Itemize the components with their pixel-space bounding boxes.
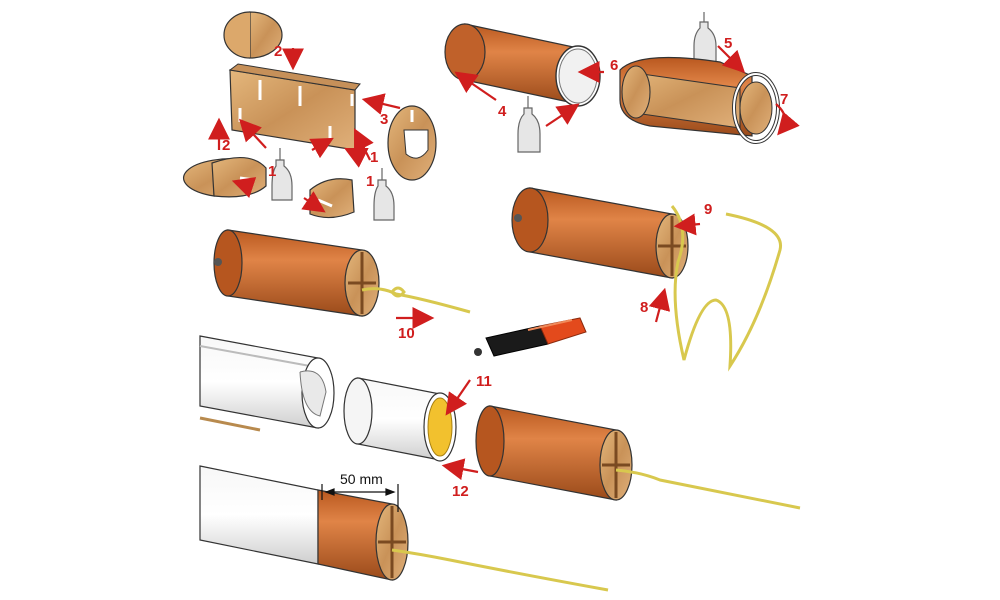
wood-in-tube	[619, 56, 780, 144]
step-label-12: 12	[452, 483, 469, 500]
step-label-6: 6	[610, 57, 618, 74]
step-label-1a: 1	[370, 149, 378, 166]
epoxy-syringe	[474, 317, 587, 357]
step-label-5: 5	[724, 35, 732, 52]
cord	[391, 548, 609, 592]
step-label-10: 10	[398, 325, 415, 342]
white-coupler	[343, 377, 457, 462]
step-label-2a: 2	[274, 43, 282, 60]
step-label-2b: 2	[222, 137, 230, 154]
step-arrows-mid-right	[648, 213, 701, 323]
glue-bottle-icon	[373, 168, 395, 221]
glue-bottle-icon	[517, 96, 541, 153]
step-label-11: 11	[476, 373, 492, 390]
step-label-8: 8	[640, 299, 648, 316]
step-arrows-top-center	[454, 61, 604, 127]
orange-plug-knotted	[213, 229, 380, 317]
cord	[670, 205, 783, 372]
step-label-1c: 1	[366, 173, 374, 190]
orange-sleeve	[444, 23, 601, 107]
dimension-label: 50 mm	[340, 471, 383, 487]
step-arrows-lower	[441, 379, 479, 481]
orange-plug-lower	[475, 405, 633, 501]
cord	[615, 468, 801, 510]
wood-frame-group	[182, 11, 437, 219]
step-arrows-top-left	[208, 48, 401, 213]
glue-bottle-icon	[271, 148, 293, 201]
final-assembly	[199, 465, 409, 581]
dimension-marker	[321, 484, 399, 512]
step-label-4: 4	[498, 103, 507, 120]
step-arrows-top-right	[717, 45, 800, 136]
step-label-9: 9	[704, 201, 712, 218]
glue-bottle-icon	[693, 12, 717, 65]
step-label-3: 3	[380, 111, 388, 128]
wood-half-disk-top	[249, 11, 283, 59]
step-label-1b: 1	[268, 163, 276, 180]
step-label-7: 7	[780, 91, 788, 108]
orange-plug-with-cord	[511, 187, 689, 279]
white-body-tube	[199, 335, 335, 432]
